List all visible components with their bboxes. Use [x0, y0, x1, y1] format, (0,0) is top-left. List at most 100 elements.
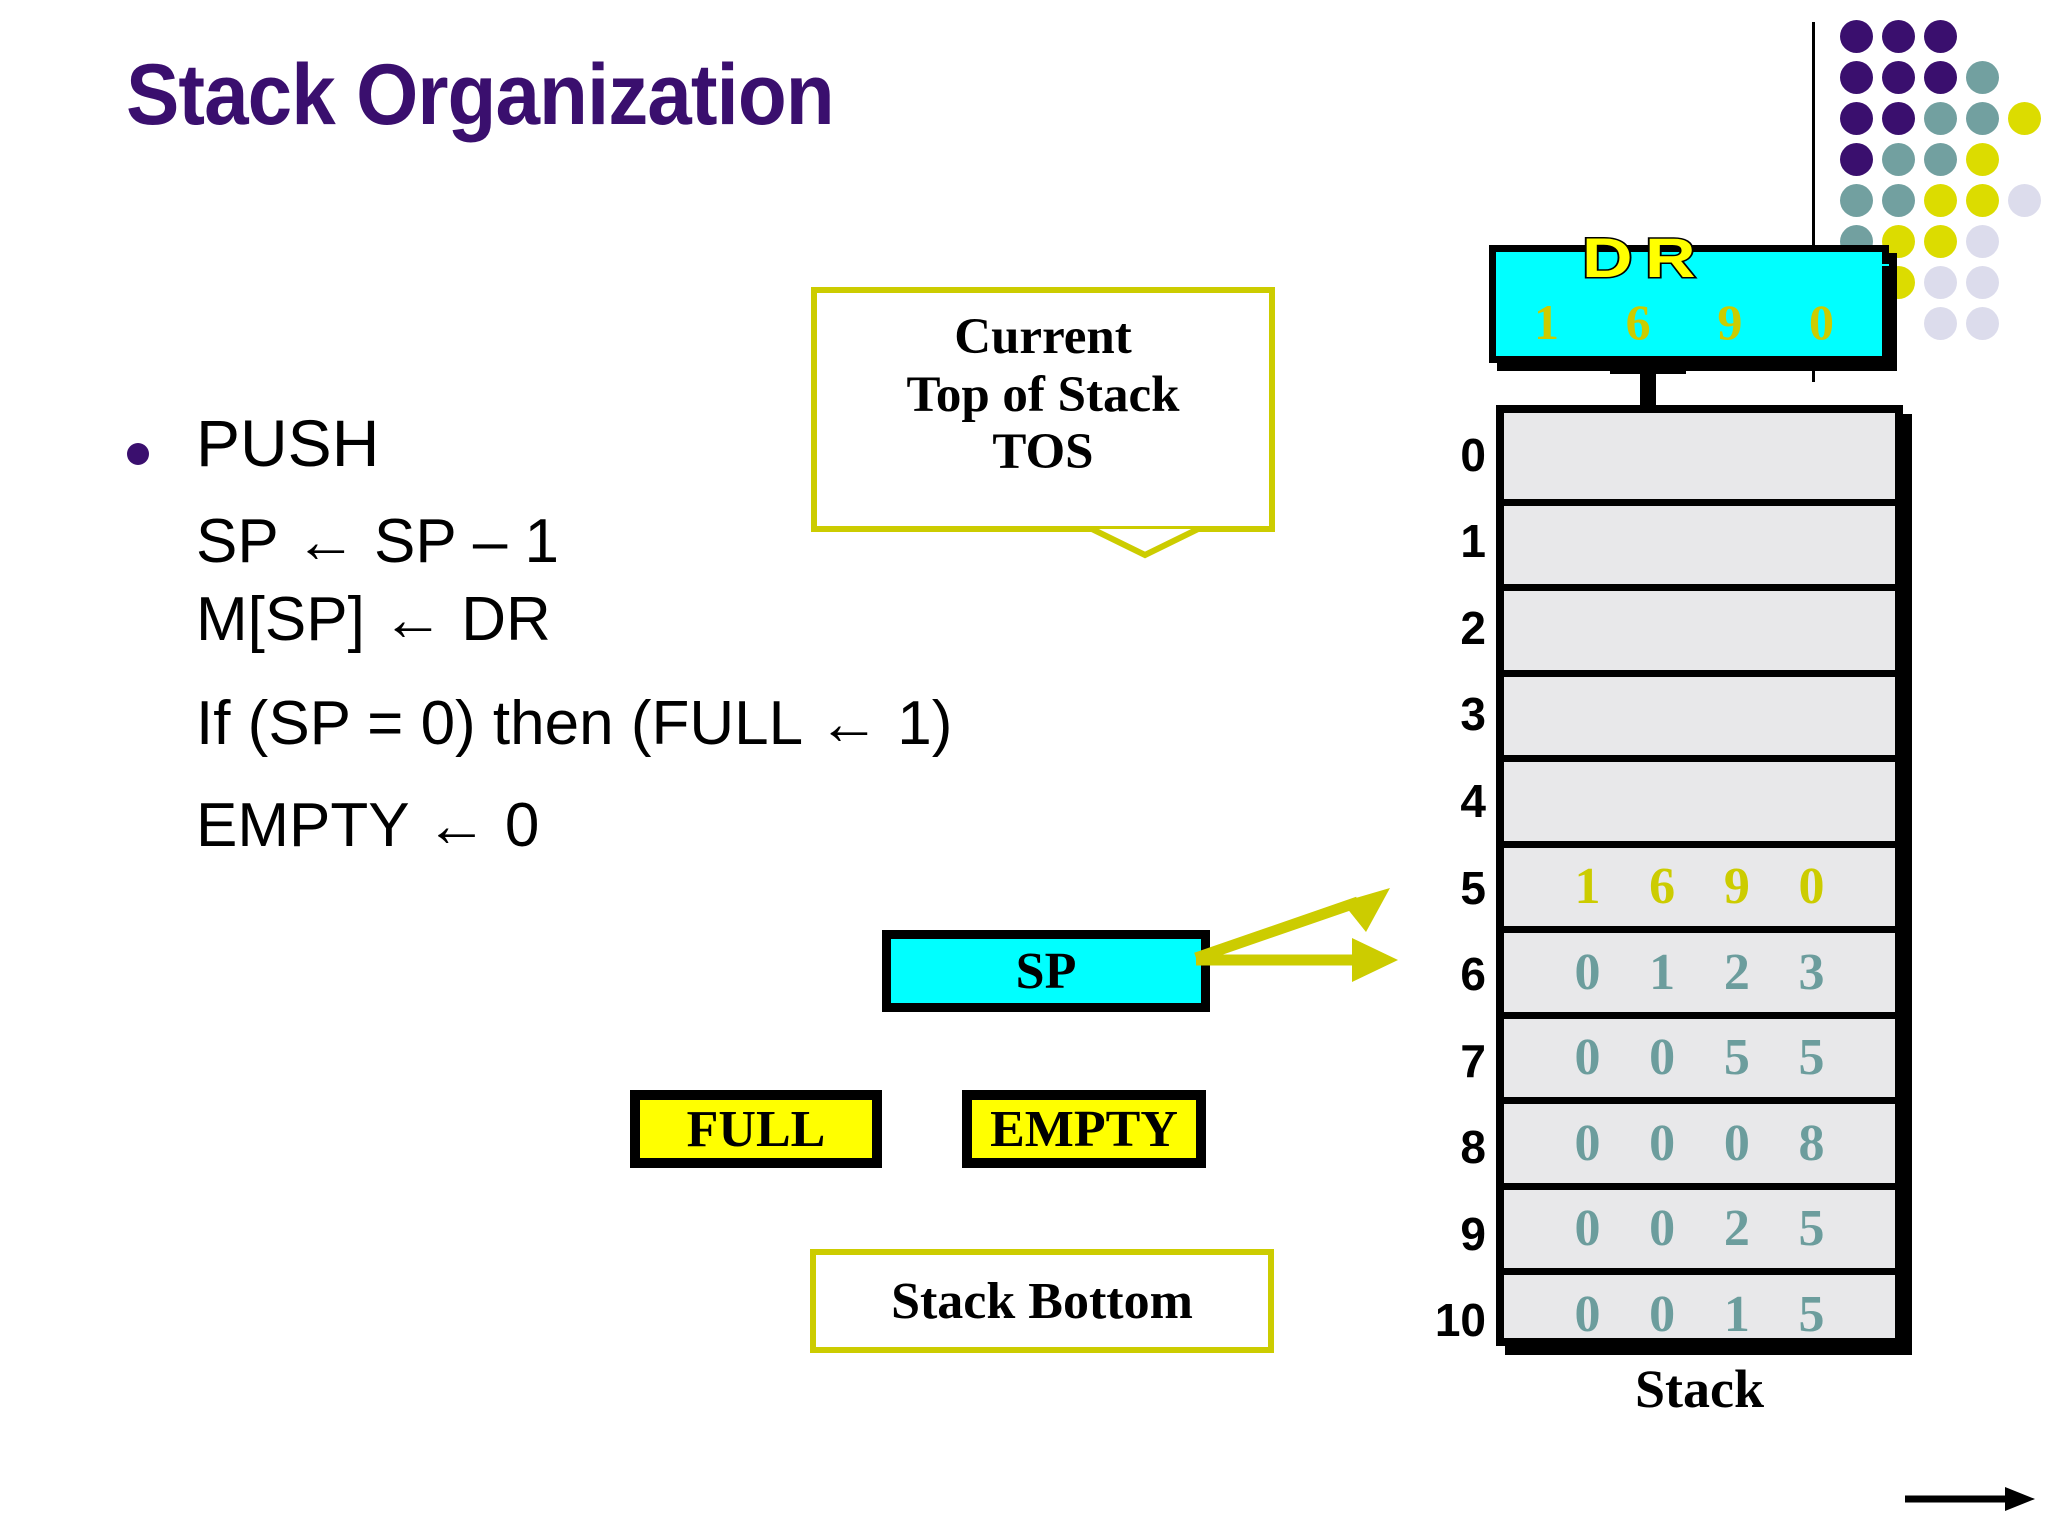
stack-digit-8-1: 0 — [1649, 1114, 1676, 1172]
stack-row-index-4: 4 — [1460, 774, 1486, 827]
dr-digit-1: 6 — [1625, 294, 1651, 350]
stack-digit-5-2: 9 — [1723, 858, 1750, 916]
dr-register-inner-rule — [1503, 264, 1889, 266]
code-line-4: EMPTY ← 0 — [196, 791, 540, 860]
bottom-right-arrow-icon — [1905, 1487, 2035, 1511]
stack-row-index-8: 8 — [1460, 1121, 1486, 1174]
stack-digit-6-3: 3 — [1798, 943, 1825, 1001]
callout-tos-line3: TOS — [992, 424, 1094, 481]
callout-stack-bottom-label: Stack Bottom — [891, 1272, 1193, 1330]
decorative-dot — [1924, 266, 1957, 299]
dr-digit-3: 0 — [1808, 294, 1834, 350]
decorative-dot — [1924, 184, 1957, 217]
dr-register-title: DR — [1580, 225, 1709, 291]
code-line-2: M[SP] ← DR — [196, 585, 551, 654]
stack-cell-0 — [1504, 413, 1895, 499]
stack-digit-10-0: 0 — [1574, 1285, 1601, 1343]
full-flag-label: FULL — [686, 1100, 826, 1158]
decorative-dot — [1924, 307, 1957, 340]
stack-digit-7-0: 0 — [1574, 1029, 1601, 1087]
stack-digit-10-1: 0 — [1649, 1285, 1676, 1343]
stack-row-index-10: 10 — [1434, 1294, 1486, 1347]
stack-digit-5-3: 0 — [1798, 858, 1825, 916]
sp-register-box: SP — [882, 930, 1210, 1012]
stack-caption: Stack — [1634, 1359, 1764, 1419]
stack-row-index-3: 3 — [1460, 688, 1486, 741]
decorative-dot — [1966, 184, 1999, 217]
full-flag-box: FULL — [630, 1090, 882, 1168]
decorative-dot — [1882, 20, 1915, 53]
stack-digit-7-1: 0 — [1649, 1029, 1676, 1087]
stack-digit-10-2: 1 — [1723, 1285, 1750, 1343]
dr-register-box — [1489, 245, 1889, 363]
decorative-dot — [2008, 184, 2041, 217]
stack-digit-7-2: 5 — [1723, 1029, 1750, 1087]
stack-row-index-9: 9 — [1460, 1207, 1486, 1260]
stack-digit-10-3: 5 — [1798, 1285, 1825, 1343]
stack-digit-6-0: 0 — [1574, 943, 1601, 1001]
stack-cell-3 — [1504, 669, 1895, 756]
stack-row-index-5: 5 — [1460, 861, 1486, 914]
decorative-dot — [1924, 61, 1957, 94]
decorative-dot — [1882, 143, 1915, 176]
stack-row-index-2: 2 — [1460, 601, 1486, 654]
sp-register-label: SP — [1015, 942, 1077, 1000]
decorative-dot — [1840, 20, 1873, 53]
decorative-dot — [1966, 61, 1999, 94]
code-line-3: If (SP = 0) then (FULL ← 1) — [196, 689, 953, 758]
stack-digit-9-2: 2 — [1723, 1200, 1750, 1258]
stack-cell-1 — [1504, 498, 1895, 585]
callout-top-of-stack: Current Top of Stack TOS — [811, 287, 1275, 532]
stack-digit-9-1: 0 — [1649, 1200, 1676, 1258]
stack-digit-8-0: 0 — [1574, 1114, 1601, 1172]
stack-digit-8-2: 0 — [1723, 1114, 1750, 1172]
stack-digit-6-1: 1 — [1649, 943, 1676, 1001]
stack-row-index-1: 1 — [1460, 515, 1486, 568]
decorative-dot — [1840, 143, 1873, 176]
decorative-dot — [1924, 20, 1957, 53]
stack-row-index-6: 6 — [1460, 948, 1486, 1001]
decorative-dot — [1966, 143, 1999, 176]
stack-digit-6-2: 2 — [1723, 943, 1750, 1001]
callout-tos-line1: Current — [954, 309, 1132, 365]
empty-flag-label: EMPTY — [990, 1100, 1178, 1158]
stack-digit-5-0: 1 — [1574, 858, 1601, 916]
decorative-dot — [1924, 143, 1957, 176]
decorative-dot — [1966, 102, 1999, 135]
dr-digit-2: 9 — [1717, 294, 1743, 350]
decorative-dot-grid — [1840, 20, 2048, 340]
stack-cell-4 — [1504, 755, 1895, 841]
decorative-dot — [1840, 102, 1873, 135]
sp-pointer-arrows-icon — [1194, 888, 1398, 982]
stack-digit-5-1: 6 — [1649, 858, 1676, 916]
stack-digit-9-0: 0 — [1574, 1200, 1601, 1258]
decorative-vertical-line — [1812, 22, 1815, 382]
decorative-dot — [1924, 102, 1957, 135]
page-title: Stack Organization — [126, 47, 835, 143]
stack-row-index-0: 0 — [1460, 428, 1486, 481]
decorative-dot — [2008, 102, 2041, 135]
empty-flag-box: EMPTY — [962, 1090, 1206, 1168]
stack-digit-8-3: 8 — [1798, 1114, 1825, 1172]
callout-tos-tail-icon — [1090, 527, 1200, 559]
stack-digit-9-3: 5 — [1798, 1200, 1825, 1258]
decorative-dot — [1966, 225, 1999, 258]
stack-cell-2 — [1504, 584, 1895, 670]
decorative-dot — [1882, 61, 1915, 94]
dr-digit-0: 1 — [1534, 294, 1559, 350]
decorative-dot — [1840, 61, 1873, 94]
